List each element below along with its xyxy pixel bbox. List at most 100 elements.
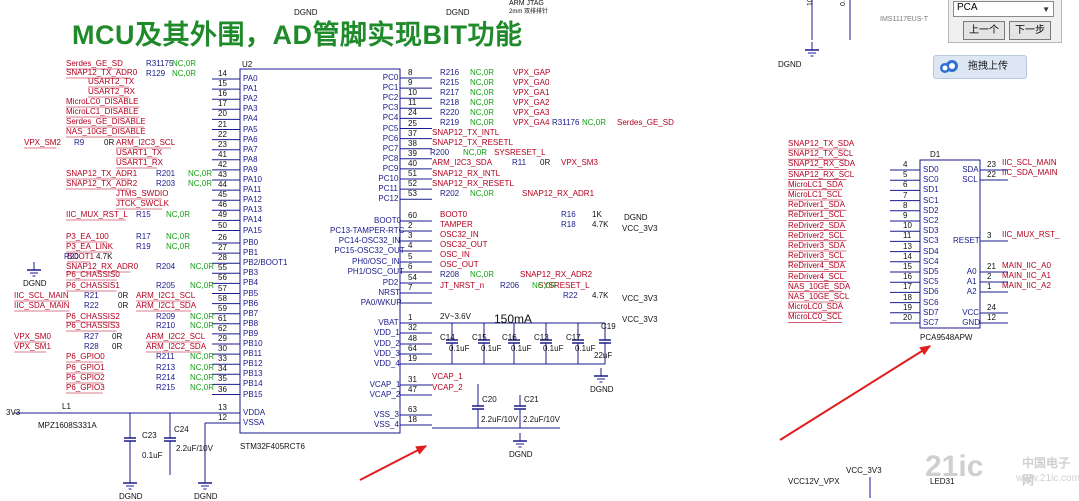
watermark-name: 中国电子网 — [1022, 456, 1071, 487]
mcu-pin-num-22: 22 — [218, 129, 227, 139]
pca-net-nas_10ge_scl: NAS_10GE_SCL — [788, 292, 850, 301]
cap-val-c14: 0.1uF — [449, 344, 470, 353]
annotation-arrow-mcu-shaft — [359, 445, 427, 481]
mcu-pin-num-57: 57 — [218, 283, 227, 293]
left-net-arm_i2c2_sda: ARM_I2C2_SDA — [146, 342, 207, 351]
left-resistor-r209: R209 — [156, 312, 176, 321]
right-net-osc_out-20: OSC_OUT — [440, 260, 479, 269]
left-net-microlc0_disable: MicroLC0_DISABLE — [66, 97, 139, 106]
left-net-p6_gpio3: P6_GPIO3 — [66, 383, 105, 392]
mcu-pin-num-5: 5 — [408, 252, 413, 261]
mcu-pin-num-7: 7 — [408, 283, 413, 292]
vcc33-label-3: VCC_3V3 — [622, 315, 658, 324]
cap-val-c15: 0.1uF — [481, 344, 502, 353]
mcu-pin-PA9: PA9 — [243, 164, 258, 174]
mcu-pin-num-1: 1 — [408, 313, 413, 322]
mcu-pin-PA5: PA5 — [243, 124, 258, 134]
right-net-vpx_sm3-11: VPX_SM3 — [561, 158, 598, 167]
drag-upload-button[interactable]: 拖拽上传 — [933, 55, 1027, 79]
nc-label-left-14: NC,0R — [190, 383, 215, 392]
left-net-serdes_ge_disable: Serdes_GE_DISABLE — [66, 117, 146, 126]
pca-right-net-iic_mux_rst_: IIC_MUX_RST_ — [1002, 230, 1060, 239]
mcu-pin-PC9: PC9 — [382, 163, 399, 173]
mcu-pin-PC0: PC0 — [382, 73, 399, 82]
pca-pin-num-8: 8 — [903, 200, 908, 210]
left-net-p6_gpio2: P6_GPIO2 — [66, 373, 105, 382]
k1-label-r16: 1K — [592, 210, 602, 219]
rail-current: 150mA — [494, 312, 533, 326]
right-resistor-r216: R216 — [440, 68, 460, 77]
cap-ref-c24: C24 — [174, 425, 189, 434]
pca-pin-sd4: SD4 — [923, 246, 939, 256]
mcu-pin-num-43: 43 — [218, 170, 227, 179]
mcu-pin-VSS_3: VSS_3 — [374, 410, 399, 419]
right-net-vpx_gap-0: VPX_GAP — [513, 68, 551, 77]
pca-net-microlc0_sda: MicroLC0_SDA — [788, 302, 844, 312]
chevron-down-icon[interactable]: ▼ — [1042, 5, 1050, 14]
cap-ref-c14: C14 — [440, 333, 455, 342]
left-net-arm_i2c3_scl: ARM_I2C3_SCL — [116, 138, 176, 147]
right-resistor-r219: R219 — [440, 118, 460, 127]
mcu-pin-num-41: 41 — [218, 149, 227, 159]
right-net-vcap_1-24: VCAP_1 — [432, 372, 463, 381]
pca-net-redriver3_sda: ReDriver3_SDA — [788, 241, 845, 250]
rail-note: 2V~3.6V — [440, 312, 471, 321]
right-resistor-r200: R200 — [430, 148, 450, 157]
find-prev-button[interactable]: 上一个 — [963, 21, 1005, 40]
left-resistor-r210: R210 — [156, 321, 176, 330]
pca-net-redriver3_scl: ReDriver3_SCL — [788, 251, 845, 261]
left-net-jtck_swclk: JTCK_SWCLK — [116, 199, 169, 208]
pca-net-redriver1_sda: ReDriver1_SDA — [788, 200, 845, 210]
inductor-part: MPZ1608S331A — [38, 421, 97, 430]
watermark-url: www.21ic.com — [1016, 473, 1079, 484]
mcu-pin-num-16: 16 — [218, 89, 227, 99]
pca-pin-num-6: 6 — [903, 180, 908, 190]
mcu-pin-num-46: 46 — [218, 200, 227, 210]
mcu-pin-PH0/OSC_IN: PH0/OSC_IN — [352, 257, 400, 266]
mcu-pin-num-50: 50 — [218, 220, 227, 230]
left-net-iic_sda_main: IIC_SDA_MAIN — [14, 301, 70, 310]
mcu-pin-num-28: 28 — [218, 253, 227, 263]
mcu-pin-num-18: 18 — [408, 415, 417, 424]
pca-pin-sc6: SC6 — [923, 297, 939, 307]
mcu-pin-num-33: 33 — [218, 354, 227, 364]
pca-pin-num-5: 5 — [903, 170, 908, 180]
pca-net-redriver1_scl: ReDriver1_SCL — [788, 210, 845, 220]
left-net-arm_i2c1_scl: ARM_I2C1_SCL — [136, 291, 196, 300]
find-input[interactable]: PCA▼ — [953, 1, 1054, 17]
mcu-pin-PB8: PB8 — [243, 318, 259, 328]
left-resistor-r20: R20 — [64, 252, 79, 261]
left-net-arm_i2c1_sda: ARM_I2C1_SDA — [136, 301, 197, 310]
zero-ohm-label-left-3: 0R — [112, 332, 123, 341]
annotation-arrow-pca-head — [919, 345, 932, 356]
right-net-osc_in-19: OSC_IN — [440, 250, 470, 259]
cap-val-c23: 0.1uF — [142, 451, 163, 460]
find-next-button[interactable]: 下一步 — [1009, 21, 1051, 40]
left-net-iic_scl_main: IIC_SCL_MAIN — [14, 291, 69, 300]
right-net-serdes_ge_sd-6: Serdes_GE_SD — [617, 118, 674, 127]
mcu-pin-PC4: PC4 — [382, 113, 399, 123]
mcu-pin-num-62: 62 — [218, 323, 227, 333]
nc-label-right-3: NC,0R — [470, 98, 495, 107]
right-net-vpx_ga3-4: VPX_GA3 — [513, 108, 550, 117]
mcu-pin-num-15: 15 — [218, 79, 227, 89]
vdda-3v3-label: 3V3 — [6, 408, 21, 417]
nc-label-right-4: NC,0R — [470, 108, 495, 117]
mcu-pin-PA13: PA13 — [243, 205, 262, 215]
mcu-pin-PA1: PA1 — [243, 84, 258, 94]
zero-ohm-label-left-1: 0R — [118, 291, 129, 300]
pca-pin-reset: RESET — [953, 236, 980, 245]
right-resistor-r11: R11 — [512, 158, 527, 167]
mcu-pin-num-48: 48 — [408, 334, 417, 343]
mcu-pin-PB13: PB13 — [243, 369, 263, 379]
pca-pin-num-r-2: 2 — [987, 272, 992, 281]
watermark-logo: 21ic — [925, 450, 984, 483]
mcu-pin-PA8: PA8 — [243, 154, 258, 164]
mcu-pin-num-31: 31 — [408, 375, 417, 384]
right-net-vpx_ga2-3: VPX_GA2 — [513, 98, 550, 107]
left-net-p6_chassis3: P6_CHASSIS3 — [66, 321, 120, 330]
mcu-pin-num-30: 30 — [218, 344, 227, 354]
mcu-pin-num-3: 3 — [408, 231, 413, 240]
right-net-snap12_rx_adr2-21: SNAP12_RX_ADR2 — [520, 270, 593, 279]
right-net-sysreset_l-9: SYSRESET_L — [494, 148, 546, 157]
